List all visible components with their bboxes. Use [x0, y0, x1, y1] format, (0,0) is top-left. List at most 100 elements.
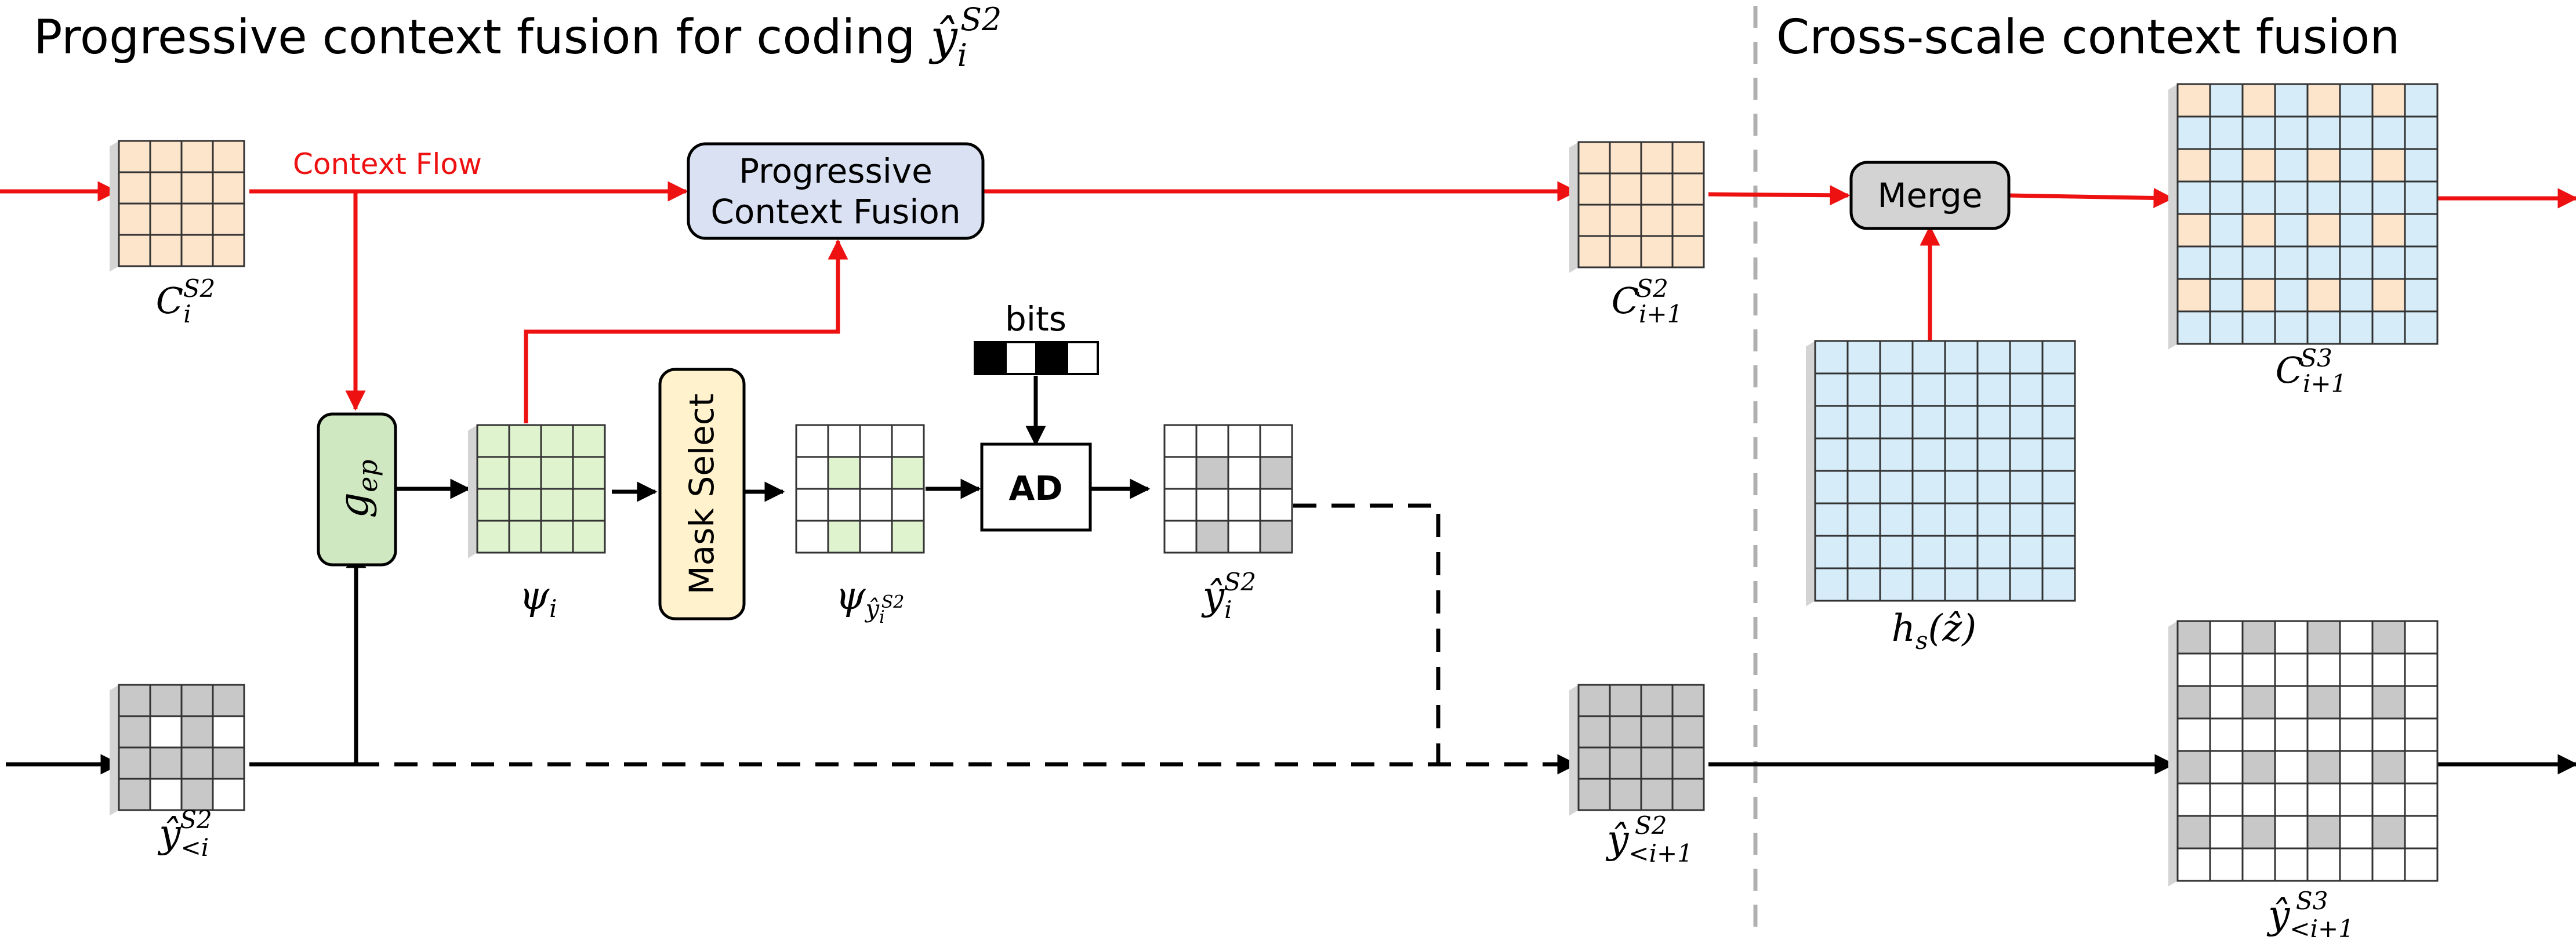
context-flow-label: Context Flow [293, 147, 482, 181]
grid-cell [572, 456, 606, 490]
grid-cell [118, 171, 151, 205]
grid-cell [212, 234, 245, 267]
grid-cell [1911, 470, 1946, 505]
grid-cell [2339, 180, 2374, 215]
grid-cell [2404, 750, 2439, 785]
grid-cell [2339, 245, 2374, 280]
grid-cell [2371, 782, 2406, 817]
grid-cell [2306, 652, 2341, 687]
grid-cell [795, 456, 829, 490]
grid-cell [2339, 685, 2374, 720]
grid-cell [2274, 782, 2309, 817]
grid-cell [2274, 148, 2309, 183]
merge-label: Merge [1877, 176, 1982, 215]
grid-cell [2241, 620, 2276, 655]
grid-cell [149, 202, 183, 236]
grid-cell [2241, 782, 2276, 817]
bit-cell [1004, 341, 1037, 375]
grid-cell [2339, 652, 2374, 687]
grid-cell [1640, 746, 1674, 780]
left-title-sup: S2 [960, 1, 1002, 38]
grid-cell [2241, 750, 2276, 785]
label-y-lt-i-s2: ŷ<iS2 [157, 805, 212, 862]
grid-cell [2209, 278, 2244, 313]
grid-cell [2209, 685, 2244, 720]
label-c-i-s2: CiS2 [156, 274, 215, 328]
grid-cell [2241, 278, 2276, 313]
ad-label: AD [1008, 469, 1062, 508]
grid-cell [2274, 83, 2309, 118]
grid-cell [1911, 405, 1946, 440]
grid-cell [2209, 213, 2244, 248]
grid-cell [2176, 620, 2211, 655]
grid-cell [1911, 502, 1946, 537]
grid-cell [1846, 502, 1881, 537]
grid-cell [1814, 405, 1849, 440]
grid-cell [2306, 213, 2341, 248]
grid-cell [2209, 782, 2244, 817]
grid-cell [1671, 172, 1705, 206]
grid-cell [118, 234, 151, 267]
grid-cell [1640, 778, 1674, 811]
grid-cell [2041, 405, 2076, 440]
label-y-i-s2: ŷiS2 [1201, 568, 1256, 624]
right-section-title: Cross-scale context fusion [1776, 10, 2400, 65]
grid-cell [827, 424, 861, 458]
grid-cell [2404, 782, 2439, 817]
grid-cell [118, 778, 151, 811]
grid-cell [1814, 567, 1849, 602]
grid-cell [2306, 83, 2341, 118]
grid-cell [2371, 115, 2406, 150]
grid-cell [2306, 782, 2341, 817]
grid-cell [1879, 567, 1914, 602]
grid-cell [1195, 424, 1229, 458]
grid-cell [1911, 372, 1946, 407]
merge-box: Merge [1849, 161, 2011, 230]
grid-cell [1259, 456, 1293, 490]
bits-label: bits [1005, 299, 1066, 339]
grid-cell [2339, 717, 2374, 752]
grid-cell [2274, 652, 2309, 687]
pcf-label-line1: Progressive [739, 151, 933, 191]
grid-cell [2176, 115, 2211, 150]
grid-cell [2371, 83, 2406, 118]
grid-cell [1814, 502, 1849, 537]
grid-cell [2404, 310, 2439, 345]
grid-cell [572, 488, 606, 522]
grid-cell [1911, 567, 1946, 602]
grid-cell [1944, 372, 1979, 407]
grid-cell [180, 171, 214, 205]
grid-cell [2274, 310, 2309, 345]
c-next-to-merge-arrow [1708, 185, 1851, 206]
grid-cell [2404, 245, 2439, 280]
grid-cell [2209, 115, 2244, 150]
bit-cell [1066, 341, 1099, 375]
label-psi-y: ψŷiS2 [836, 574, 905, 627]
grid-cell [1227, 520, 1261, 554]
grid-cell [212, 171, 245, 205]
grid-cell [508, 520, 542, 554]
gep-box: gep [317, 412, 397, 567]
ad-box: AD [980, 442, 1092, 532]
grid-cell [1671, 746, 1705, 780]
grid-cell [2209, 83, 2244, 118]
grid-cell [149, 234, 183, 267]
grid-cell [2404, 278, 2439, 313]
grid-cell [2209, 717, 2244, 752]
grid-cell [2339, 847, 2374, 882]
grid-cell [2371, 815, 2406, 850]
grid-cell [2404, 115, 2439, 150]
grid-cell [859, 424, 893, 458]
grid-cell [2241, 148, 2276, 183]
grid-cell [1577, 172, 1611, 206]
grid-cell [1227, 488, 1261, 522]
grid-cell [1195, 520, 1229, 554]
grid-cell [1976, 437, 2011, 472]
grid-cell [2274, 847, 2309, 882]
grid-cell [1846, 340, 1881, 375]
label-y-lt-i1-s2: ŷ<i+1S2 [1605, 811, 1693, 868]
grid-cell [2009, 437, 2044, 472]
grid-cell [180, 234, 214, 267]
grid-cell [2176, 782, 2211, 817]
grid-cell [2404, 83, 2439, 118]
